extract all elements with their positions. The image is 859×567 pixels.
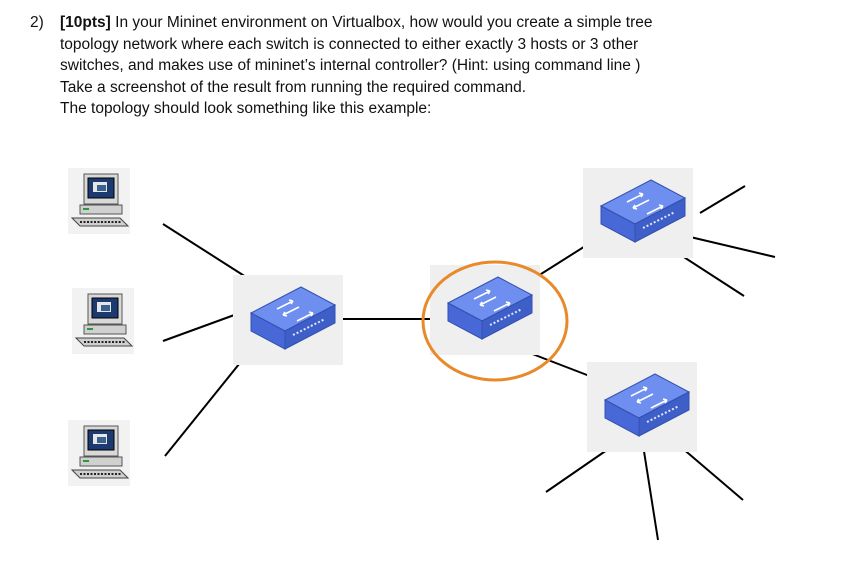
link-switch2-leaf1 bbox=[699, 185, 746, 214]
computer-host-icon bbox=[71, 287, 135, 355]
link-switch3-leaf2 bbox=[642, 444, 659, 541]
link-switch2-leaf2 bbox=[685, 235, 776, 258]
question-points: [10pts] bbox=[60, 14, 111, 31]
network-switch-icon bbox=[586, 361, 698, 453]
question-line-5: The topology should look something like … bbox=[60, 100, 432, 117]
question-line-2: topology network where each switch is co… bbox=[60, 35, 639, 53]
network-switch-icon bbox=[582, 167, 694, 259]
question-line-1: [10pts] In your Mininet environment on V… bbox=[60, 12, 830, 34]
question-block: 2) [10pts] In your Mininet environment o… bbox=[30, 12, 830, 120]
question-text-1: In your Mininet environment on Virtualbo… bbox=[115, 14, 653, 31]
question-body: [10pts] In your Mininet environment on V… bbox=[60, 12, 830, 120]
question-line-4: Take a screenshot of the result from run… bbox=[60, 78, 527, 96]
question-number: 2) bbox=[30, 14, 44, 31]
link-host1-switch1 bbox=[162, 223, 247, 278]
computer-host-icon bbox=[67, 167, 131, 235]
network-switch-icon bbox=[232, 274, 344, 366]
root-switch-highlight-ring bbox=[421, 260, 569, 382]
link-switch2-leaf3 bbox=[675, 251, 745, 297]
question-line-3: switches, and makes use of mininet’s int… bbox=[60, 57, 641, 74]
computer-host-icon bbox=[67, 419, 131, 487]
link-host3-switch1 bbox=[164, 347, 253, 457]
